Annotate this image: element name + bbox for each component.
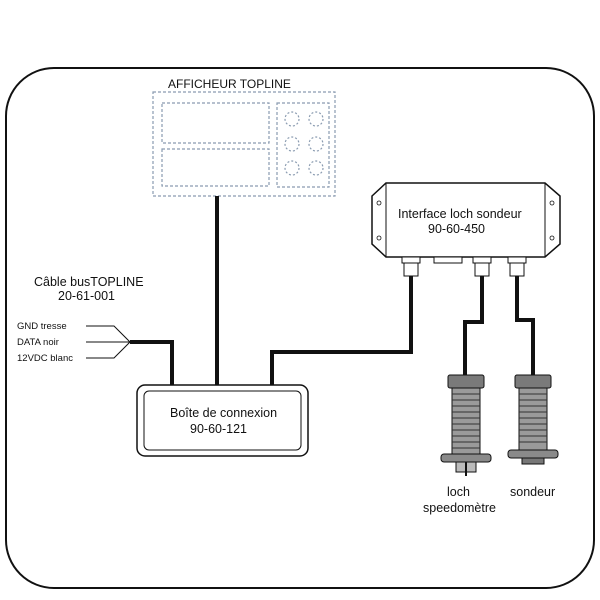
bus-cable (130, 340, 174, 385)
interface-box-outer (371, 182, 561, 258)
loch-label: loch (447, 485, 470, 499)
junction-box: Boîte de connexion 90-60-121 (136, 384, 309, 457)
connector-icon (472, 256, 492, 264)
bus-cable-title: Câble busTOPLINE (34, 275, 144, 289)
junction-box-title: Boîte de connexion (170, 406, 277, 420)
speedometre-label: speedomètre (423, 501, 496, 515)
interface-box: Interface loch sondeur 90-60-450 (371, 182, 561, 277)
display-button-icon (284, 160, 300, 176)
sensor-cap (447, 374, 485, 389)
display-outline (152, 91, 336, 197)
screw-icon (549, 200, 555, 206)
sondeur-cable (515, 276, 535, 375)
sondeur-sensor (507, 374, 559, 465)
connector-icon (401, 256, 421, 264)
loch-sensor (440, 374, 492, 476)
outer-frame (5, 67, 595, 589)
wire-label: GND tresse (17, 321, 67, 332)
connector-icon (507, 256, 527, 264)
display-title: AFFICHEUR TOPLINE (168, 77, 291, 91)
wire-label: DATA noir (17, 337, 59, 348)
sondeur-label: sondeur (510, 485, 555, 499)
sensor-flange (507, 449, 559, 459)
screw-icon (376, 235, 382, 241)
display-button-panel (276, 102, 330, 188)
junction-box-ref: 90-60-121 (190, 422, 247, 436)
sensor-body (451, 387, 481, 455)
display-button-icon (284, 136, 300, 152)
connector-icon (403, 262, 419, 277)
interface-box-flanges (385, 183, 546, 257)
junction-box-inner (143, 390, 302, 451)
connector-icon (509, 262, 525, 277)
display-button-icon (284, 111, 300, 127)
interface-ref: 90-60-450 (428, 222, 485, 236)
loch-cable (463, 276, 484, 375)
sensor-cap (514, 374, 552, 389)
display-screen-bottom (161, 148, 270, 187)
screw-icon (549, 235, 555, 241)
junction-box-outer (136, 384, 309, 457)
cables (130, 196, 535, 385)
bus-wires (86, 325, 131, 359)
wire-label: 12VDC blanc (17, 353, 73, 364)
sensor-face (521, 457, 545, 465)
connector-icon (474, 262, 490, 277)
screw-icon (376, 200, 382, 206)
display-button-icon (308, 136, 324, 152)
display-unit: AFFICHEUR TOPLINE (152, 77, 336, 197)
display-button-icon (308, 111, 324, 127)
sensor-body (518, 387, 548, 451)
sensor-threads (452, 393, 480, 449)
connector-icon (433, 256, 463, 264)
sensor-threads (519, 393, 547, 443)
display-button-icon (308, 160, 324, 176)
sensor-flange (440, 453, 492, 463)
interface-title: Interface loch sondeur (398, 207, 522, 221)
bus-cable-ref: 20-61-001 (58, 289, 115, 303)
interface-cable (270, 276, 413, 385)
display-screen-top (161, 102, 270, 144)
